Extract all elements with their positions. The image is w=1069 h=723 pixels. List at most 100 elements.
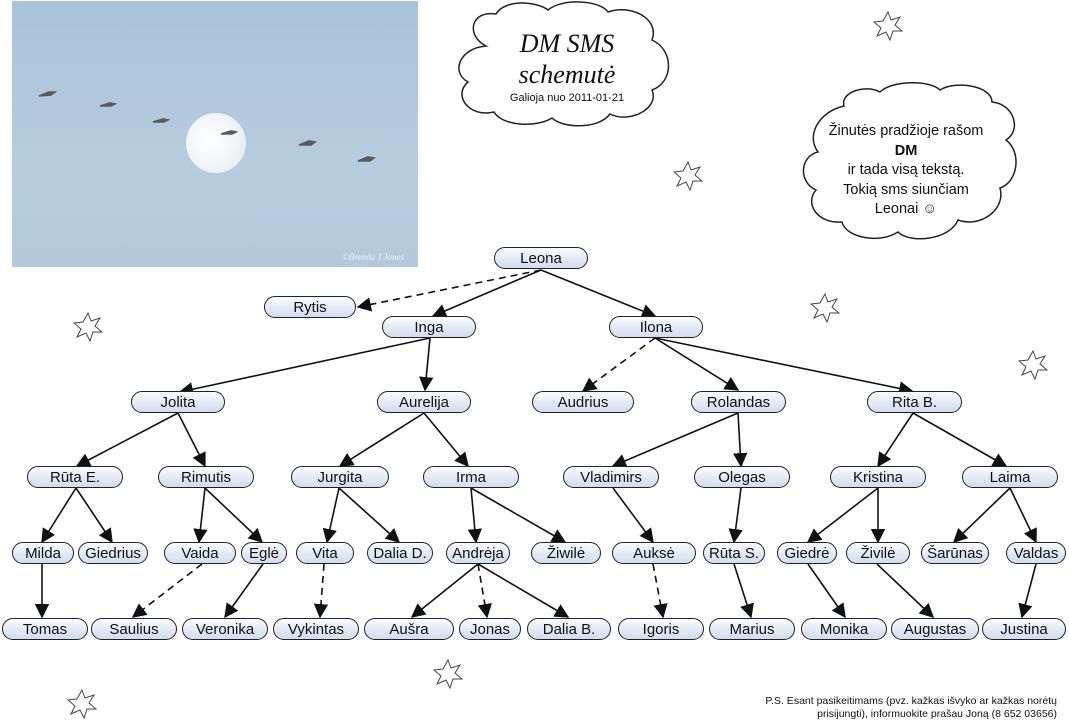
footer-line-2: prisijungti), informuokite prašau Joną (… — [817, 708, 1057, 720]
node-saulius: Saulius — [91, 618, 177, 640]
star-icon — [73, 312, 103, 342]
edge-ilona-rita-b — [654, 337, 914, 396]
node-aurelija: Aurelija — [377, 391, 471, 413]
node-audrius: Audrius — [532, 391, 634, 413]
node-aukse: Auksė — [612, 542, 696, 564]
edge-leona-ilona — [540, 269, 657, 318]
title: DM SMS schemutė — [462, 28, 672, 90]
photo-signature: ©Brenda J Jones — [342, 252, 404, 262]
edge-valdas-justina — [1018, 563, 1037, 619]
geese-silhouettes — [38, 91, 376, 162]
node-rimutis: Rimutis — [158, 466, 254, 488]
edge-aurelija-irma — [423, 412, 469, 468]
edge-rolandas-olegas — [733, 412, 748, 468]
node-dalia-d: Dalia D. — [367, 542, 433, 564]
edge-vita-vykintas — [313, 563, 329, 619]
node-ausra: Aušra — [364, 618, 454, 640]
node-rita-b: Rita B. — [867, 391, 962, 413]
note-line-3: ir tada visą tekstą. — [847, 162, 965, 178]
node-veronika: Veronika — [182, 618, 268, 640]
node-justina: Justina — [982, 618, 1066, 640]
edge-leona-inga — [431, 269, 542, 318]
node-olegas: Olegas — [694, 466, 790, 488]
edge-rita-b-kristina — [877, 412, 914, 468]
node-giedrius: Giedrius — [78, 542, 148, 564]
node-monika: Monika — [801, 618, 887, 640]
title-line-2: schemutė — [518, 60, 616, 89]
note-line-4: Tokią sms siunčiam — [843, 181, 969, 198]
note-line-1: Žinutės pradžioje rašom — [828, 123, 984, 139]
node-marius: Marius — [709, 618, 795, 640]
edge-jurgita-vita — [322, 487, 340, 544]
footer-line-1: P.S. Esant pasikeitimams (pvz. kažkas iš… — [765, 695, 1057, 707]
edge-rimutis-egle — [204, 487, 264, 543]
edge-leona-rytis — [356, 269, 542, 312]
node-andreja: Andrėja — [446, 542, 510, 564]
node-giedre: Giedrė — [777, 542, 837, 564]
edge-rimutis-vaida — [193, 487, 208, 544]
note: Žinutės pradžioje rašom DM ir tada visą … — [808, 122, 1004, 220]
title-line-1: DM SMS — [519, 29, 615, 58]
node-kristina: Kristina — [830, 466, 926, 488]
edge-zivile-augustas — [876, 563, 935, 618]
moon — [186, 113, 246, 173]
node-ziwile: Žiwilė — [531, 542, 601, 564]
edge-jolita-ruta-e — [75, 412, 179, 467]
node-inga: Inga — [382, 316, 476, 338]
edge-olegas-ruta-s — [728, 487, 743, 544]
note-line-5: Leonai ☺ — [874, 201, 938, 217]
node-ilona: Ilona — [609, 316, 703, 338]
node-augustas: Augustas — [891, 618, 979, 640]
edge-aukse-igoris — [652, 563, 668, 619]
edge-ilona-audrius — [581, 337, 656, 392]
edge-ruta-e-milda — [41, 487, 77, 544]
node-vladimirs: Vladimirs — [563, 466, 659, 488]
edge-laima-sarunas — [952, 487, 1011, 543]
edge-inga-aurelija — [419, 337, 434, 392]
node-egle: Eglė — [241, 542, 287, 564]
node-vita: Vita — [296, 542, 354, 564]
edge-irma-andreja — [467, 487, 482, 544]
node-laima: Laima — [962, 466, 1058, 488]
edge-laima-valdas — [1009, 487, 1037, 544]
node-milda: Milda — [12, 542, 74, 564]
star-icon — [873, 11, 903, 41]
node-jurgita: Jurgita — [291, 466, 389, 488]
edge-rolandas-vladimirs — [611, 412, 739, 468]
node-dalia-b: Dalia B. — [527, 618, 611, 640]
moon-geese-photo: ©Brenda J Jones — [12, 1, 418, 267]
footer-note: P.S. Esant pasikeitimams (pvz. kažkas iš… — [727, 695, 1057, 721]
node-valdas: Valdas — [1006, 542, 1066, 564]
edge-andreja-jonas — [477, 563, 492, 619]
edge-giedre-monika — [807, 563, 846, 619]
edge-andreja-dalia-b — [477, 563, 570, 618]
node-rolandas: Rolandas — [691, 391, 786, 413]
star-icon — [673, 161, 703, 191]
star-icon — [67, 689, 97, 719]
node-jolita: Jolita — [131, 391, 225, 413]
node-vaida: Vaida — [164, 542, 236, 564]
node-ruta-s: Rūta S. — [703, 542, 765, 564]
note-line-2: DM — [894, 142, 918, 159]
edge-ilona-rolandas — [654, 337, 740, 391]
edge-jurgita-dalia-d — [338, 487, 401, 543]
node-vykintas: Vykintas — [273, 618, 359, 640]
edge-egle-veronika — [224, 563, 264, 619]
edge-jolita-rimutis — [177, 412, 206, 468]
edge-vladimirs-aukse — [612, 487, 654, 544]
star-icon — [1018, 350, 1048, 380]
title-subtitle: Galioja nuo 2011-01-21 — [509, 92, 625, 104]
node-irma: Irma — [423, 466, 519, 488]
edge-irma-ziwile — [470, 487, 567, 543]
node-zivile: Živilė — [846, 542, 910, 564]
node-sarunas: Šarūnas — [921, 542, 989, 564]
edge-ruta-s-marius — [733, 563, 754, 619]
node-rytis: Rytis — [264, 296, 356, 318]
edge-kristina-giedre — [806, 487, 879, 543]
edge-aurelija-jurgita — [338, 412, 425, 467]
node-tomas: Tomas — [2, 618, 88, 640]
node-leona: Leona — [494, 247, 588, 269]
edge-inga-jolita — [178, 337, 431, 397]
